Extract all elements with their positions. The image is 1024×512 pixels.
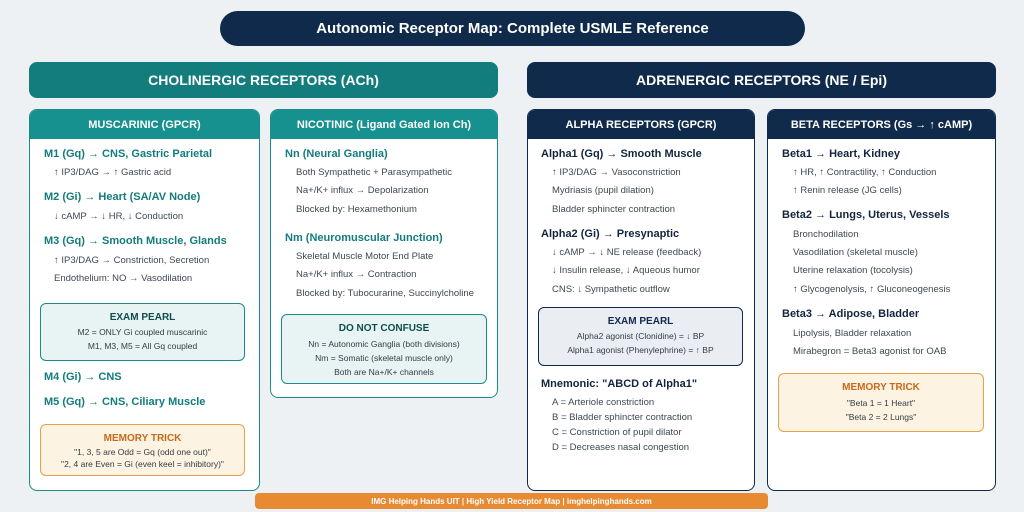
exam-pearl-line: Alpha2 agonist (Clonidine) = ↓ BP bbox=[576, 331, 705, 341]
exam-pearl-title: EXAM PEARL bbox=[109, 312, 176, 323]
mnemonic-line: A = Arteriole constriction bbox=[552, 397, 655, 408]
muscarinic-card-header: MUSCARINIC (GPCR) bbox=[30, 110, 259, 139]
alpha1-title: Alpha1 (Gq) → Smooth Muscle bbox=[541, 148, 702, 160]
beta-memory-trick: MEMORY TRICK "Beta 1 = 1 Heart" "Beta 2 … bbox=[778, 373, 984, 432]
adrenergic-section-header: ADRENERGIC RECEPTORS (NE / Epi) bbox=[527, 62, 996, 98]
m3-title: M3 (Gq) → Smooth Muscle, Glands bbox=[44, 235, 227, 247]
nicotinic-card-header: NICOTINIC (Ligand Gated Ion Ch) bbox=[271, 110, 497, 139]
m3-line: ↑ IP3/DAG → Constriction, Secretion bbox=[54, 255, 210, 266]
m5-title: M5 (Gq) → CNS, Ciliary Muscle bbox=[44, 396, 206, 408]
memory-trick-title: MEMORY TRICK bbox=[103, 433, 182, 444]
nn-line: Na+/K+ influx → Depolarization bbox=[296, 185, 429, 196]
do-not-confuse-box: DO NOT CONFUSE Nn = Autonomic Ganglia (b… bbox=[281, 314, 487, 384]
exam-pearl-line: M2 = ONLY Gi coupled muscarinic bbox=[77, 327, 208, 337]
m1-title: M1 (Gq) → CNS, Gastric Parietal bbox=[44, 148, 213, 160]
nm-title: Nm (Neuromuscular Junction) bbox=[285, 232, 443, 244]
memory-trick-line: "Beta 1 = 1 Heart" bbox=[846, 398, 916, 408]
nm-line: Na+/K+ influx → Contraction bbox=[296, 269, 417, 280]
mnemonic-line: B = Bladder sphincter contraction bbox=[552, 412, 693, 423]
alpha-exam-pearl: EXAM PEARL Alpha2 agonist (Clonidine) = … bbox=[538, 307, 743, 366]
footer-banner: IMG Helping Hands UIT | High Yield Recep… bbox=[255, 493, 768, 509]
m2-line: ↓ cAMP → ↓ HR, ↓ Conduction bbox=[54, 211, 184, 222]
cholinergic-section-header: CHOLINERGIC RECEPTORS (ACh) bbox=[29, 62, 498, 98]
do-not-confuse-line: Nn = Autonomic Ganglia (both divisions) bbox=[308, 339, 460, 349]
alpha2-line: ↓ Insulin release, ↓ Aqueous humor bbox=[552, 265, 700, 276]
page-title: Autonomic Receptor Map: Complete USMLE R… bbox=[220, 11, 805, 46]
alpha2-line: ↓ cAMP → ↓ NE release (feedback) bbox=[552, 247, 702, 258]
beta1-line: ↑ Renin release (JG cells) bbox=[793, 185, 902, 196]
beta1-title: Beta1 → Heart, Kidney bbox=[782, 148, 900, 160]
exam-pearl-title: EXAM PEARL bbox=[607, 316, 674, 327]
nn-line: Blocked by: Hexamethonium bbox=[296, 204, 417, 215]
exam-pearl-line: M1, M3, M5 = All Gq coupled bbox=[87, 341, 198, 351]
beta2-line: Bronchodilation bbox=[793, 229, 859, 240]
alpha2-title: Alpha2 (Gi) → Presynaptic bbox=[541, 228, 680, 240]
beta1-line: ↑ HR, ↑ Contractility, ↑ Conduction bbox=[793, 167, 937, 178]
muscarinic-memory-trick: MEMORY TRICK "1, 3, 5 are Odd = Gq (odd … bbox=[40, 424, 245, 476]
exam-pearl-line: Alpha1 agonist (Phenylephrine) = ↑ BP bbox=[567, 345, 714, 355]
mnemonic-line: C = Constriction of pupil dilator bbox=[552, 427, 682, 438]
alpha1-line: Mydriasis (pupil dilation) bbox=[552, 185, 654, 196]
nm-line: Blocked by: Tubocurarine, Succinylcholin… bbox=[296, 288, 474, 299]
do-not-confuse-title: DO NOT CONFUSE bbox=[338, 323, 430, 334]
nm-line: Skeletal Muscle Motor End Plate bbox=[296, 251, 434, 262]
beta2-line: Vasodilation (skeletal muscle) bbox=[793, 247, 918, 258]
alpha2-line: CNS: ↓ Sympathetic outflow bbox=[552, 284, 670, 295]
nn-line: Both Sympathetic + Parasympathetic bbox=[296, 167, 453, 178]
beta3-title: Beta3 → Adipose, Bladder bbox=[782, 308, 920, 320]
m4-title: M4 (Gi) → CNS bbox=[44, 371, 122, 383]
m2-title: M2 (Gi) → Heart (SA/AV Node) bbox=[44, 191, 201, 203]
alpha1-line: Bladder sphincter contraction bbox=[552, 204, 676, 215]
mnemonic-line: D = Decreases nasal congestion bbox=[552, 442, 690, 453]
beta2-line: Uterine relaxation (tocolysis) bbox=[793, 265, 913, 276]
memory-trick-line: "2, 4 are Even = Gi (even keel = inhibit… bbox=[61, 459, 224, 469]
do-not-confuse-line: Nm = Somatic (skeletal muscle only) bbox=[315, 353, 453, 363]
m3-line: Endothelium: NO → Vasodilation bbox=[54, 273, 193, 284]
alpha-card: ALPHA RECEPTORS (GPCR) bbox=[527, 109, 755, 491]
muscarinic-exam-pearl: EXAM PEARL M2 = ONLY Gi coupled muscarin… bbox=[40, 303, 245, 361]
alpha1-line: ↑ IP3/DAG → Vasoconstriction bbox=[552, 167, 681, 178]
beta-card-header: BETA RECEPTORS (Gs → ↑ cAMP) bbox=[768, 110, 995, 139]
alpha-card-header: ALPHA RECEPTORS (GPCR) bbox=[528, 110, 754, 139]
beta3-line: Mirabegron = Beta3 agonist for OAB bbox=[793, 346, 947, 357]
beta2-line: ↑ Glycogenolysis, ↑ Gluconeogenesis bbox=[793, 284, 951, 295]
memory-trick-line: "Beta 2 = 2 Lungs" bbox=[845, 412, 917, 422]
beta2-title: Beta2 → Lungs, Uterus, Vessels bbox=[782, 209, 950, 221]
do-not-confuse-line: Both are Na+/K+ channels bbox=[334, 367, 434, 377]
memory-trick-title: MEMORY TRICK bbox=[842, 382, 920, 393]
m1-line: ↑ IP3/DAG → ↑ Gastric acid bbox=[54, 167, 172, 178]
memory-trick-line: "1, 3, 5 are Odd = Gq (odd one out)" bbox=[74, 447, 211, 457]
mnemonic-title: Mnemonic: "ABCD of Alpha1" bbox=[541, 378, 698, 390]
nn-title: Nn (Neural Ganglia) bbox=[285, 148, 388, 160]
beta3-line: Lipolysis, Bladder relaxation bbox=[793, 328, 912, 339]
